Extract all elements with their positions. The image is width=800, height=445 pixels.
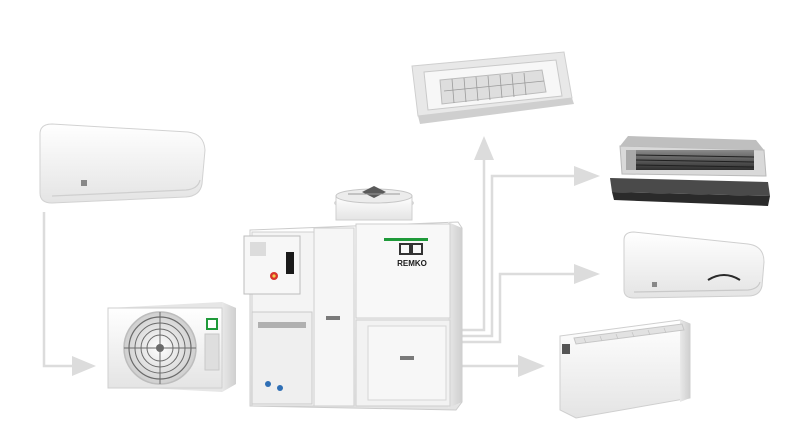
wall-mounted-ac-left-icon bbox=[39, 123, 206, 204]
outdoor-condenser-unit-icon bbox=[107, 302, 236, 392]
arrowhead-wall-right bbox=[574, 264, 600, 284]
wall-mounted-ac-right-icon bbox=[623, 231, 765, 299]
brand-logo-text: REMKO bbox=[397, 259, 427, 268]
central-chiller-unit-icon: REMKO bbox=[243, 186, 463, 411]
ducted-fan-coil-unit-icon bbox=[610, 136, 770, 206]
floor-console-unit-icon bbox=[559, 319, 691, 419]
arrow-wall-unit-to-outdoor-unit bbox=[42, 212, 74, 368]
arrowhead-ducted bbox=[574, 166, 600, 186]
ceiling-cassette-unit-icon bbox=[411, 51, 574, 124]
arrow-heads bbox=[72, 136, 600, 377]
arrow-chiller-to-ducted-unit bbox=[458, 174, 578, 338]
arrowhead-console bbox=[518, 355, 545, 377]
arrowhead-cassette bbox=[474, 136, 494, 160]
arrow-chiller-to-ceiling-cassette bbox=[458, 158, 486, 332]
arrowhead-outdoor bbox=[72, 356, 96, 376]
arrow-chiller-to-wall-unit-right bbox=[458, 272, 578, 344]
flow-arrows bbox=[42, 158, 578, 368]
